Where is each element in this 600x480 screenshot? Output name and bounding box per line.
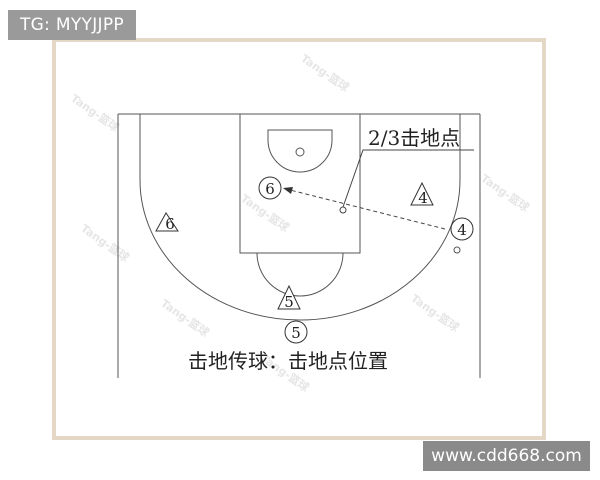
arrow-head-icon <box>283 187 293 194</box>
player-5-circle: 5 <box>284 320 308 344</box>
svg-text:4: 4 <box>418 189 428 207</box>
restricted-area <box>267 129 333 173</box>
callout-label: 2/3击地点 <box>368 126 460 150</box>
pass-path: 2/3击地点 <box>283 126 474 230</box>
player-4-triangle: 4 <box>410 181 434 207</box>
watermark-text: Tang-篮球 <box>298 51 353 95</box>
player-5-triangle: 5 <box>277 284 301 311</box>
player-4-circle: 4 <box>450 217 474 241</box>
basket <box>295 147 305 157</box>
callout-leader-line <box>342 149 474 208</box>
paint-lane <box>239 113 361 254</box>
pass-line <box>289 189 446 230</box>
court-lines <box>117 113 481 378</box>
watermark-text: Tang-篮球 <box>68 91 123 135</box>
three-point-arc <box>139 179 461 321</box>
tg-badge: TG: MYYJJPP <box>8 10 136 40</box>
ball-marker <box>453 246 461 254</box>
diagram-caption: 击地传球：击地点位置 <box>188 349 388 373</box>
player-6-circle: 6 <box>258 176 282 200</box>
svg-text:4: 4 <box>457 221 467 239</box>
svg-text:6: 6 <box>265 180 275 198</box>
svg-text:6: 6 <box>165 215 175 233</box>
svg-text:5: 5 <box>284 293 294 311</box>
watermark-text: Tang-篮球 <box>78 221 133 265</box>
bounce-point-marker <box>339 206 347 214</box>
free-throw-circle <box>256 252 344 297</box>
watermark-text: Tang-篮球 <box>478 171 533 215</box>
watermark-text: Tang-篮球 <box>408 291 463 335</box>
player-6-triangle: 6 <box>155 212 179 233</box>
watermark-text: Tang-篮球 <box>158 296 213 340</box>
svg-text:5: 5 <box>291 324 301 342</box>
site-url-badge: www.cdd668.com <box>423 441 590 471</box>
